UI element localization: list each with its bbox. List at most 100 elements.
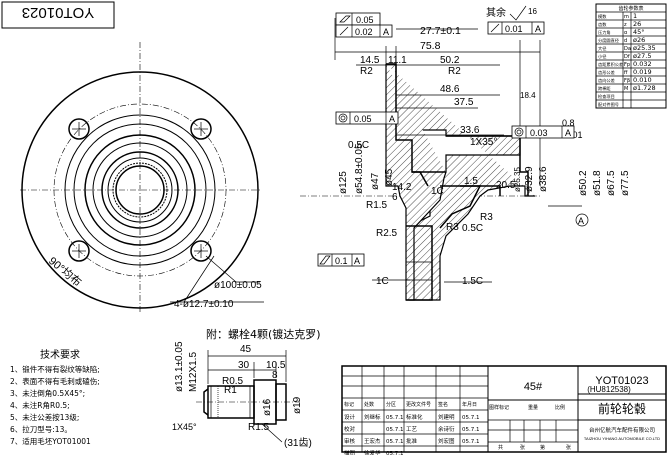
- tb-role: 审核: [344, 437, 356, 445]
- spec-label: 压力角: [598, 29, 611, 36]
- tb-date2: 05.7.1: [462, 427, 480, 433]
- tolerance-frame-1: 0.05 0.02 A: [335, 12, 393, 38]
- dimension-label: 6: [392, 192, 398, 203]
- dimension-label: M12X1.5: [188, 352, 199, 392]
- dimension-label: R1: [224, 385, 237, 396]
- company: 台州亿航汽车配件有限公司: [589, 426, 655, 434]
- bolt-drawing: 附：螺栓4颗(镀达克罗) 45 30 10.5 8 R0.5 R1 R1.5 ø…: [172, 327, 321, 449]
- dimension-label: 0.02: [355, 27, 373, 37]
- dimension-label: 37.5: [454, 97, 474, 108]
- spec-sym: M: [624, 86, 628, 92]
- dimension-label: 张: [520, 444, 525, 451]
- tb-header: 签名: [438, 401, 448, 408]
- dimension-label: (31齿): [284, 437, 312, 449]
- dimension-label: 33.6: [460, 125, 480, 136]
- alt-no: (HU812538): [587, 385, 631, 394]
- tb-header: 分区: [386, 401, 396, 408]
- tb-header: 处数: [364, 401, 374, 408]
- dimension-label: 11.1: [388, 55, 407, 66]
- dimension-label: 27.7±0.1: [420, 25, 461, 37]
- spec-val: 0.032: [633, 60, 652, 68]
- dimension-label: 1C: [376, 276, 389, 287]
- dimension-label: ø38.6: [538, 166, 549, 192]
- dimension-label: 0.01: [505, 24, 523, 34]
- tech-req-title: 技术要求: [40, 348, 80, 361]
- tech-req-item: 4、未注R角R0.5;: [10, 400, 70, 410]
- spec-label: 分度圆直径: [598, 37, 619, 44]
- spec-label: 检查项目: [598, 93, 615, 100]
- tb-role: 描图: [344, 449, 356, 455]
- tech-req-item: 1、锻件不得有裂纹等缺陷;: [10, 364, 100, 374]
- dimension-label: R1.5: [366, 200, 388, 211]
- dimension-label: A: [535, 24, 541, 34]
- tb-date: 05.7.1: [386, 451, 404, 455]
- dimension-label: 0.5C: [462, 223, 483, 234]
- tolerance-frame-3: 0.05 A: [335, 111, 399, 125]
- spec-label: 小径: [598, 53, 606, 60]
- mirrored-code: YOT01023: [22, 4, 95, 21]
- dimension-label: 共: [498, 444, 503, 451]
- tb-date2: 05.7.1: [462, 439, 480, 445]
- tolerance-frame-4: 0.03 A: [511, 125, 575, 139]
- spec-sym: z: [624, 22, 627, 28]
- spec-val: 0.010: [633, 76, 652, 84]
- spec-label: 模数: [598, 13, 607, 20]
- bolt-hole-bottom-right: [190, 240, 212, 262]
- dimension-label: R2.5: [376, 228, 398, 239]
- dimension-label: 50.2: [440, 55, 460, 66]
- dimension-label: 30: [238, 360, 250, 371]
- dimension-label: 18.4: [520, 91, 536, 100]
- tolerance-frame-2: 0.01 A: [487, 21, 545, 35]
- dimension-label: ø25.35: [513, 167, 522, 192]
- title-block: 45# YOT01023 - (HU812538) 前轮轮毂 台州亿航汽车配件有…: [341, 365, 667, 455]
- tb-name: 刘继标: [364, 413, 381, 421]
- drawing-no: YOT01023: [595, 375, 648, 387]
- dimension-label: 齿轮参数表: [618, 5, 643, 12]
- spec-val: 1: [633, 12, 637, 20]
- dimension-label: 75.8: [420, 40, 441, 52]
- dimension-label: 14.5: [360, 55, 380, 66]
- dimension-label: ø51.8: [592, 170, 603, 196]
- dimension-label: ø47: [370, 172, 381, 190]
- spec-label: 齿向公差: [598, 77, 615, 84]
- spec-label: 齿形公差: [598, 69, 615, 76]
- spec-sym: Da: [624, 46, 631, 52]
- spec-sym: Fp: [624, 62, 630, 68]
- tb-name2: 刘宏图: [438, 437, 455, 445]
- dimension-label: R0.5: [222, 376, 244, 387]
- material: 45#: [524, 381, 543, 393]
- tech-req-item: 5、未注公差按13级;: [10, 412, 79, 422]
- tech-req-item: 3、未注倒角0.5X45°;: [10, 388, 85, 398]
- spec-val: ø1.728: [633, 84, 656, 92]
- tb-role2: 工艺: [406, 426, 418, 433]
- spec-sym: ff: [624, 70, 628, 76]
- dimension-label: 1X45°: [172, 422, 197, 432]
- tb-name2: 刘建明: [438, 413, 455, 421]
- dimension-label: A: [565, 128, 571, 138]
- hole-dim: 4-ø12.7±0.10: [174, 299, 234, 310]
- tb-date: 05.7.1: [386, 415, 404, 421]
- tb-date2: 05.7.1: [462, 415, 480, 421]
- dimension-label: ø13.1±0.05: [174, 341, 185, 392]
- tb-date: 05.7.1: [386, 427, 404, 433]
- dimension-label: R2: [448, 66, 461, 77]
- bolt-circle-label: 90°均布: [46, 254, 84, 289]
- tb-header: 年月日: [462, 401, 477, 408]
- tb-date: 05.7.1: [386, 439, 404, 445]
- dimension-label: ø45: [384, 168, 395, 186]
- company-en: TAIZHOU YIHANG AUTOMOBILE CO.LTD: [584, 436, 660, 441]
- tb-name: 王宏杰: [364, 437, 381, 445]
- dimension-label: 8: [272, 370, 278, 381]
- tb-role: 校对: [344, 425, 356, 433]
- front-view: 90°均布 ø100±0.05 4-ø12.7±0.10: [20, 42, 264, 312]
- spec-label: 齿数: [598, 21, 607, 28]
- dimension-label: 1.5: [464, 176, 478, 187]
- dimension-label: 比例: [555, 404, 565, 411]
- surface-note: 其余: [486, 6, 506, 19]
- dimension-label: 0.8: [562, 118, 575, 128]
- dimension-label: 45: [240, 344, 252, 355]
- tb-name2: 余诗衍: [438, 425, 455, 433]
- tb-role2: 批准: [406, 437, 418, 445]
